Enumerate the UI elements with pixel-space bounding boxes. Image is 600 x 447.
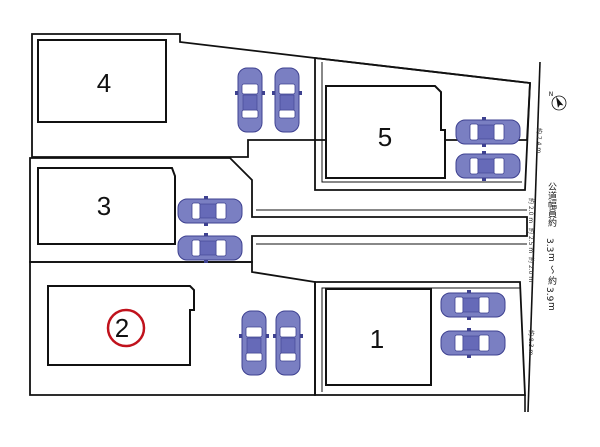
road-tilde: 〜: [546, 265, 556, 274]
lot-3-number: 3: [97, 191, 111, 221]
lot-1-number: 1: [370, 324, 384, 354]
car-icon: [440, 289, 506, 321]
lot-2-highlight-circle: [106, 308, 146, 348]
road-label-part1: 公道幅員約: [546, 182, 557, 228]
car-icon: [272, 310, 304, 376]
road-unit-1: m: [546, 253, 556, 262]
car-icon: [271, 67, 303, 133]
road-value-2: 3.9: [544, 287, 554, 302]
lot-2-number: 2: [115, 313, 129, 343]
building-2: [47, 285, 195, 366]
building-4: [37, 39, 167, 123]
lot-5-number: 5: [378, 122, 392, 152]
road-boundary: [527, 61, 541, 413]
dimension-label: 約 8.3 m: [527, 330, 535, 355]
building-5: [325, 85, 446, 179]
car-icon: [440, 327, 506, 359]
lot-1-setback: [321, 287, 520, 392]
road-label-part2: 約: [546, 275, 557, 286]
dimension-label: 約 2.5 m: [527, 228, 535, 253]
dimension-label: 約 7.4 m: [535, 128, 543, 153]
car-icon: [455, 150, 521, 182]
compass-label: N: [549, 91, 554, 98]
lot-4-number: 4: [97, 68, 111, 98]
lot-5-setback: [321, 62, 522, 183]
north-arrow-icon: N: [549, 91, 567, 111]
dimension-label: 約 2.0 m: [527, 257, 535, 282]
road-value-1: 3.3: [544, 238, 554, 252]
car-icon: [177, 195, 243, 227]
dimension-label: 約 2.0 m: [527, 198, 535, 223]
road-width-label: 公道幅員約 3.3 m 〜 約 3.9 m: [544, 182, 557, 311]
road-unit-2: m: [546, 302, 556, 311]
car-icon: [238, 310, 270, 376]
building-1: [325, 288, 432, 386]
building-3: [37, 167, 176, 245]
car-icon: [177, 232, 243, 264]
car-icon: [234, 67, 266, 133]
lot-5-boundary: [314, 56, 531, 191]
car-icon: [455, 116, 521, 148]
